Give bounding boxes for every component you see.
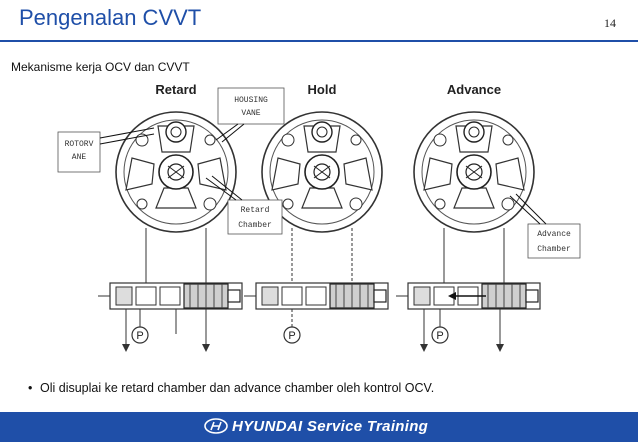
slide-subtitle: Mekanisme kerja OCV dan CVVT bbox=[11, 60, 190, 74]
title-divider bbox=[0, 40, 638, 42]
pressure-symbol-advance: P bbox=[436, 330, 443, 342]
label-retard-chamber-line2: Chamber bbox=[238, 221, 272, 230]
bullet-text: Oli disuplai ke retard chamber dan advan… bbox=[40, 381, 435, 395]
mode-label-hold: Hold bbox=[308, 82, 337, 97]
slide-title: Pengenalan CVVT bbox=[19, 5, 202, 30]
label-rotor-vane-line1: ROTORV bbox=[65, 140, 94, 149]
mode-label-retard: Retard bbox=[155, 82, 196, 97]
bullet-dot-icon: • bbox=[28, 381, 33, 395]
cvvt-ocv-diagram: Retard P Hold P Advance P bbox=[57, 82, 581, 352]
label-housing-vane-line2: VANE bbox=[241, 109, 260, 118]
page-number: 14 bbox=[604, 16, 616, 30]
label-retard-chamber-line1: Retard bbox=[241, 206, 270, 215]
footer-bar: HYUNDAI Service Training bbox=[0, 412, 638, 442]
label-housing-vane-line1: HOUSING bbox=[234, 96, 268, 105]
footer-brand: HYUNDAI Service Training bbox=[232, 418, 429, 435]
pressure-symbol-hold: P bbox=[288, 330, 295, 342]
mode-label-advance: Advance bbox=[447, 82, 501, 97]
label-rotor-vane-line2: ANE bbox=[72, 153, 87, 162]
pressure-symbol-retard: P bbox=[136, 330, 143, 342]
label-advance-chamber-line2: Chamber bbox=[537, 245, 571, 254]
label-advance-chamber-line1: Advance bbox=[537, 230, 571, 239]
hyundai-logo-icon bbox=[204, 418, 228, 434]
bullet-item: • Oli disuplai ke retard chamber dan adva… bbox=[28, 381, 434, 395]
